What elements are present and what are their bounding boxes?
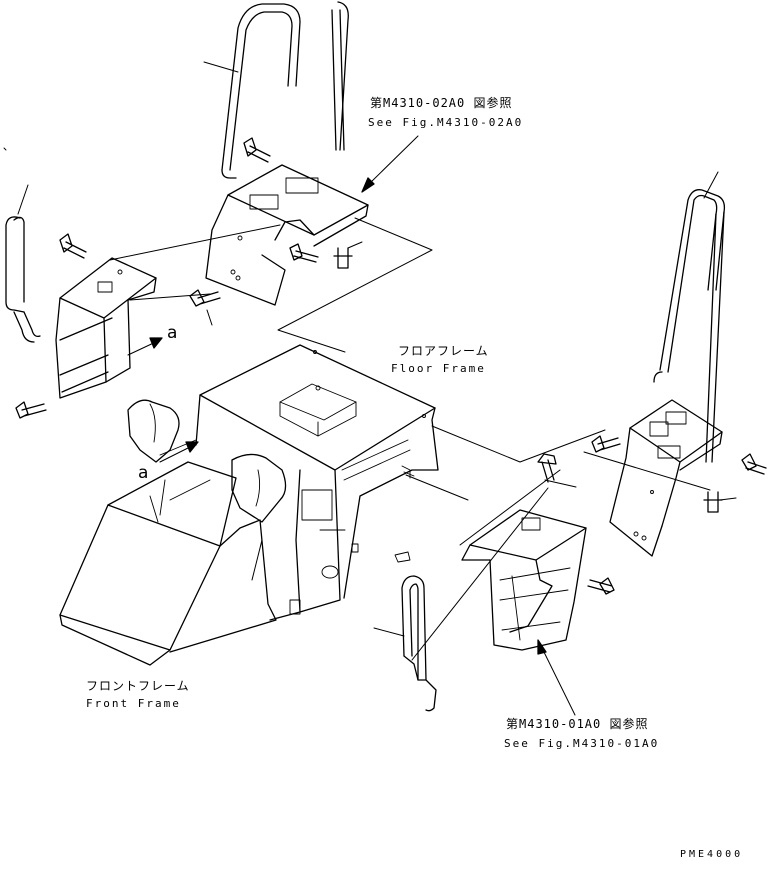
callout-a-center: a (138, 463, 149, 483)
floor-frame-jp: フロアフレーム (398, 344, 489, 358)
upper-handrail (221, 1, 349, 179)
floor-frame-en: Floor Frame (391, 362, 486, 375)
left-handrail (5, 216, 41, 343)
view-arrow-a-center (159, 441, 199, 463)
ref-lower-en: See Fig.M4310-01A0 (504, 737, 660, 750)
view-arrow-a-left (127, 337, 163, 356)
ref-upper-jp: 第M4310-02A0 図参照 (370, 96, 513, 110)
callout-arrow-lower (537, 639, 576, 716)
front-frame-jp: フロントフレーム (86, 679, 190, 693)
right-step-bracket (591, 399, 767, 557)
left-step-bracket (15, 233, 221, 419)
front-frame-en: Front Frame (86, 697, 181, 710)
upper-step-bracket (205, 137, 369, 306)
ref-lower-jp: 第M4310-01A0 図参照 (506, 717, 649, 731)
lower-step-bracket (461, 453, 615, 651)
floor-frame (195, 344, 439, 621)
drawing-code: PME4000 (680, 849, 744, 860)
callout-a-left: a (167, 323, 178, 343)
ref-upper-en: See Fig.M4310-02A0 (368, 116, 524, 129)
right-handrail (653, 189, 726, 463)
front-frame (59, 399, 301, 666)
leader-lines (17, 61, 737, 661)
lower-handrail (401, 575, 437, 712)
callout-arrow-upper (361, 135, 419, 193)
stray-mark (3, 147, 7, 151)
